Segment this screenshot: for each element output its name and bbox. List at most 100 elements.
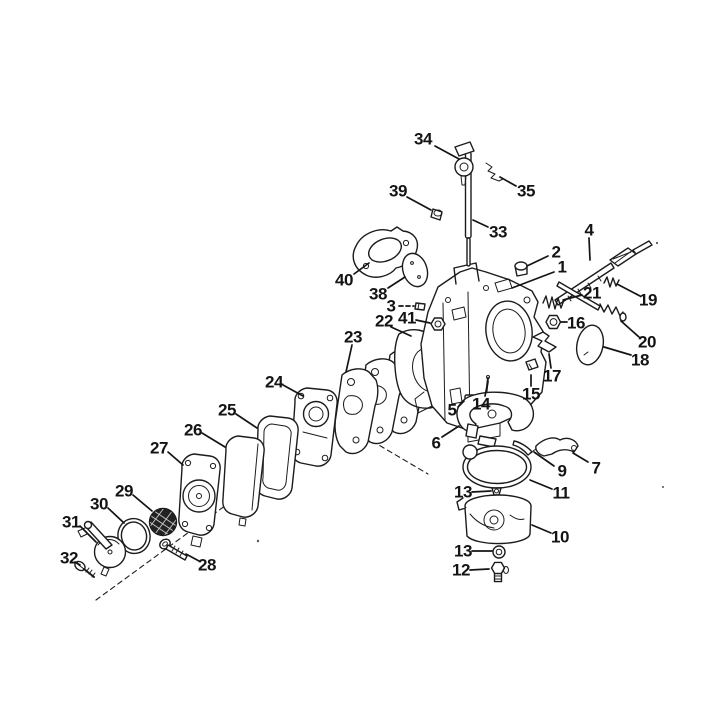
leader-line-33 <box>472 219 489 228</box>
leader-line-20 <box>620 320 640 338</box>
leader-line-12 <box>469 568 490 571</box>
leader-line-24 <box>282 384 304 397</box>
part-diaphragm-cover-27 <box>178 453 221 548</box>
part-float-6 <box>456 391 535 448</box>
part-nut-41 <box>430 317 446 331</box>
part-number-24: 24 <box>265 373 284 392</box>
part-plug-2 <box>514 261 528 277</box>
part-number-7: 7 <box>592 459 601 478</box>
leader-line-17 <box>548 353 552 369</box>
leader-line-39 <box>406 196 432 211</box>
leader-line-31 <box>79 525 97 543</box>
part-backing-plate-24 <box>291 387 338 467</box>
part-bushing-39 <box>430 208 443 221</box>
leader-line-35 <box>499 176 517 187</box>
leader-line-28 <box>185 553 200 562</box>
part-screw-28 <box>159 538 188 561</box>
part-number-31: 31 <box>62 513 80 532</box>
part-number-28: 28 <box>198 556 216 575</box>
part-spring-21 <box>542 295 565 310</box>
leader-line-5 <box>457 400 465 408</box>
part-number-40: 40 <box>335 271 353 290</box>
part-number-15: 15 <box>522 385 540 404</box>
leader-line-32 <box>74 561 81 566</box>
leader-line-9 <box>533 451 555 467</box>
scan-specks <box>256 241 664 543</box>
part-plate-26 <box>222 435 265 527</box>
part-number-33: 33 <box>489 223 507 242</box>
part-number-22: 22 <box>375 312 393 331</box>
part-oval-seal-18 <box>575 324 605 366</box>
leader-line-19 <box>616 283 641 297</box>
part-number-26: 26 <box>184 421 202 440</box>
leader-line-22 <box>390 326 412 337</box>
part-number-39: 39 <box>389 182 407 201</box>
part-inlet-needle-34 <box>454 141 475 186</box>
part-filter-screen-29 <box>148 507 178 537</box>
part-number-41: 41 <box>398 309 416 328</box>
part-spring-19 <box>603 276 620 288</box>
part-number-25: 25 <box>218 401 236 420</box>
part-number-35: 35 <box>517 182 535 201</box>
leader-line-2 <box>526 255 549 267</box>
part-number-2: 2 <box>552 243 561 262</box>
part-number-34: 34 <box>414 130 433 149</box>
leader-line-6 <box>441 425 460 438</box>
leader-line-41 <box>415 319 431 324</box>
part-number-29: 29 <box>115 482 133 501</box>
part-number-16: 16 <box>567 314 585 333</box>
part-number-18: 18 <box>631 351 649 370</box>
part-number-21: 21 <box>583 284 601 303</box>
part-number-12: 12 <box>452 561 470 580</box>
part-number-30: 30 <box>90 495 108 514</box>
part-number-19: 19 <box>639 291 657 310</box>
part-cover-disc-38 <box>401 252 429 288</box>
leader-line-23 <box>345 344 353 373</box>
leader-line-38 <box>387 276 406 289</box>
part-number-3: 3 <box>387 297 396 316</box>
part-idle-screw-4 <box>554 240 653 306</box>
part-bracket-17 <box>532 331 557 353</box>
part-number-14: 14 <box>472 395 491 414</box>
leader-line-7 <box>572 452 589 463</box>
part-number-5: 5 <box>448 401 457 420</box>
leader-line-10 <box>531 524 552 534</box>
leader-line-13 <box>471 490 492 493</box>
part-number-23: 23 <box>344 328 362 347</box>
part-screw-3 <box>414 302 426 311</box>
part-bowl-gasket-11 <box>462 444 532 489</box>
part-pump-cover-31 <box>77 520 127 577</box>
leader-line-21 <box>562 294 583 301</box>
part-number-32: 32 <box>60 549 78 568</box>
part-float-arm-7 <box>529 437 579 457</box>
leader-line-27 <box>167 451 184 466</box>
leader-line-18 <box>603 346 632 356</box>
part-number-1: 1 <box>558 258 567 277</box>
part-carburetor-body-1 <box>414 262 547 443</box>
leader-line-4 <box>588 237 591 261</box>
part-number-27: 27 <box>150 439 168 458</box>
part-check-valve-plates-23 <box>334 348 427 455</box>
part-nut-16 <box>545 314 562 330</box>
part-retainer-15 <box>525 358 539 371</box>
part-washer-13-lower <box>492 545 506 559</box>
part-clip-13-upper <box>491 487 502 496</box>
part-number-6: 6 <box>432 434 441 453</box>
leader-line-30 <box>107 507 125 524</box>
leader-line-25 <box>235 413 258 429</box>
leader-line-40 <box>353 262 370 275</box>
part-number-17: 17 <box>543 367 561 386</box>
part-drain-screw-12 <box>490 561 509 583</box>
leader-line-26 <box>201 432 226 448</box>
part-number-4: 4 <box>585 221 595 240</box>
leader-line-14 <box>484 381 489 397</box>
leader-line-1 <box>511 271 555 289</box>
leader-line-34 <box>434 145 460 160</box>
part-number-11: 11 <box>553 484 570 503</box>
part-lever-9 <box>512 440 533 456</box>
part-number-38: 38 <box>369 285 387 304</box>
part-number-20: 20 <box>638 333 656 352</box>
part-number-13: 13 <box>454 483 472 502</box>
leader-line-29 <box>132 494 153 512</box>
